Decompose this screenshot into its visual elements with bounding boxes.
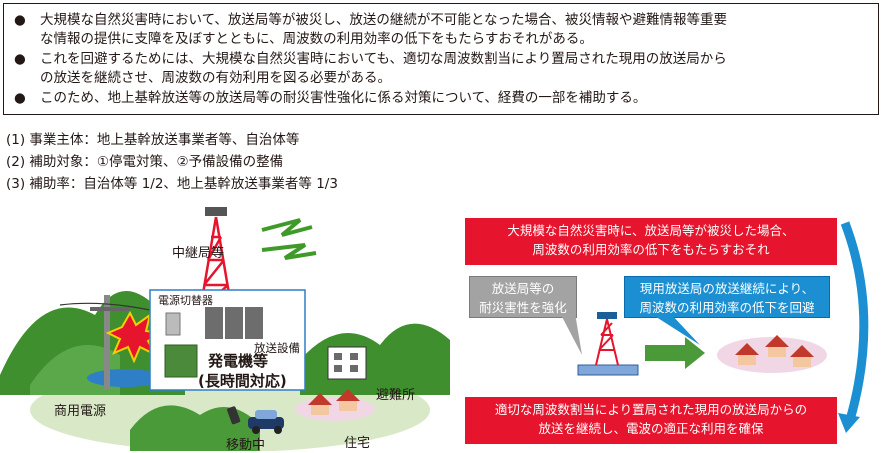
shelter-building-icon	[327, 346, 367, 380]
disaster-illustration	[0, 207, 450, 451]
label-power-switch: 電源切替器	[158, 294, 213, 307]
summary-bullet-3: ● このため、地上基幹放送等の放送局等の耐災害性強化に係る対策について、経費の一…	[14, 89, 646, 108]
flow-resilience-box: 放送局等の 耐災害性を強化	[469, 276, 577, 318]
label-commercial-power: 商用電源	[54, 404, 107, 419]
flow-graphics	[560, 221, 869, 433]
flow-outcome-line: 放送を継続し、電波の適正な利用を確保	[538, 421, 764, 436]
housing-area	[295, 397, 375, 421]
flow-outcome-line: 適切な周波数割当により置局された現用の放送局からの	[494, 402, 808, 417]
utility-pole-icon	[59, 295, 151, 390]
bullet-line: これを回避するためには、大規模な自然災害時においても、適切な周波数割当により置局…	[40, 51, 727, 67]
flow-resilience-line: 耐災害性を強化	[479, 300, 567, 315]
flow-outcome-box: 適切な周波数割当により置局された現用の放送局からの 放送を継続し、電波の適正な利…	[465, 397, 837, 444]
power-switch-icon	[165, 312, 181, 336]
lightning-icon	[261, 218, 313, 237]
flow-risk-line: 周波数の利用効率の低下をもたらすおそれ	[532, 242, 770, 257]
generator-icon	[164, 344, 198, 378]
summary-bullet-1: ● 大規模な自然災害時において、放送局等が被災し、放送の継続が不可能となった場合…	[14, 11, 727, 49]
gray-pointer	[560, 313, 582, 355]
label-generator-duration: (長時間対応)	[198, 372, 287, 390]
label-housing: 住宅	[344, 436, 371, 451]
summary-bullet-2: ● これを回避するためには、大規模な自然災害時においても、適切な周波数割当により…	[14, 50, 727, 88]
item-operator: (1) 事業主体：地上基幹放送事業者等、自治体等	[6, 132, 300, 148]
house-icon	[308, 389, 360, 415]
curved-flow-arrow	[840, 221, 869, 422]
bullet-line: の放送を継続させ、周波数の有効利用を図る必要がある。	[40, 70, 391, 86]
flow-continuity-line: 現用放送局の放送継続により、	[639, 281, 815, 296]
broadcast-tower-icon	[595, 312, 619, 366]
flow-risk-line: 大規模な自然災害時に、放送局等が被災した場合、	[507, 223, 795, 238]
blue-pointer	[650, 313, 700, 345]
bullet-mark: ●	[14, 90, 26, 106]
bullet-line: 大規模な自然災害時において、放送局等が被災し、放送の継続が不可能となった場合、被…	[40, 12, 728, 28]
flow-resilience-line: 放送局等の	[491, 281, 555, 296]
bullet-mark: ●	[14, 12, 26, 28]
flow-continuity-box: 現用放送局の放送継続により、 周波数の利用効率の低下を回避	[624, 276, 830, 318]
station-base-icon	[577, 364, 639, 376]
item-subsidy-target: (2) 補助対象：①停電対策、②予備設備の整備	[6, 154, 284, 170]
flow-risk-box: 大規模な自然災害時に、放送局等が被災した場合、 周波数の利用効率の低下をもたらす…	[465, 218, 837, 265]
lightning-icon	[261, 243, 317, 260]
label-evacuation: 避難所	[376, 388, 416, 403]
curved-arrow-head	[838, 413, 860, 433]
label-moving: 移動中	[226, 438, 266, 453]
bullet-line: このため、地上基幹放送等の放送局等の耐災害性強化に係る対策について、経費の一部を…	[40, 90, 647, 106]
label-relay-station: 中継局等	[172, 246, 225, 261]
flow-continuity-line: 周波数の利用効率の低下を回避	[639, 300, 815, 315]
summary-box: ● 大規模な自然災害時において、放送局等が被災し、放送の継続が不可能となった場合…	[3, 3, 879, 115]
hill-bottom	[130, 405, 260, 451]
green-arrow-icon	[645, 337, 705, 369]
bullet-line: な情報の提供に支障を及ぼすとともに、周波数の利用効率の低下をもたらすおそれがある…	[40, 31, 593, 47]
label-broadcast-equipment: 放送設備	[254, 341, 300, 355]
hill-right	[300, 323, 450, 395]
item-subsidy-rate: (3) 補助率：自治体等 1/2、地上基幹放送事業者等 1/3	[6, 176, 338, 192]
broadcast-rack-icon	[205, 307, 263, 339]
bullet-mark: ●	[14, 51, 26, 67]
label-generator: 発電機等	[208, 352, 269, 370]
mobile-phone-icon	[227, 406, 241, 425]
car-icon	[248, 410, 284, 434]
village-houses-icon	[735, 335, 814, 367]
